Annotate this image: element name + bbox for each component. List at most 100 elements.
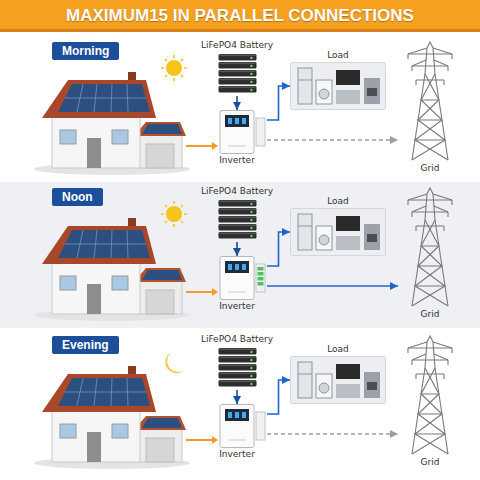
- flow-arrow: [267, 380, 290, 414]
- inverter-label: Inverter: [219, 449, 255, 460]
- battery-module: [218, 200, 256, 207]
- grid-tower: [415, 74, 448, 160]
- battery-module-rim: [219, 373, 255, 375]
- screen-bar: [235, 118, 239, 124]
- flow-arrow: [236, 242, 238, 256]
- panel-node: Evening LiFePO4 BatteryLoadInverterGrid: [0, 330, 480, 480]
- oven-window: [367, 234, 377, 242]
- battery-led: [250, 211, 252, 213]
- inverter-screen: [225, 261, 249, 273]
- grid-tower: [408, 200, 452, 226]
- load-label: Load: [327, 50, 349, 61]
- fridge: [298, 214, 312, 250]
- flow-arrow: [267, 86, 290, 120]
- load-node: Load: [290, 344, 386, 404]
- flow-arrow: [267, 433, 398, 435]
- battery-module: [218, 364, 256, 371]
- screen-bar: [235, 264, 239, 270]
- battery-module: [218, 54, 256, 61]
- load-shape: [290, 356, 386, 404]
- battery-led: [250, 81, 252, 83]
- washer-door: [319, 235, 329, 245]
- grid-tower: [408, 342, 452, 360]
- screen-bar: [242, 412, 246, 418]
- battery-module-rim: [219, 225, 255, 227]
- oven: [364, 372, 380, 398]
- inverter-vent: [228, 440, 246, 441]
- inverter-side-box: [256, 412, 265, 440]
- inverter-shape: [207, 110, 267, 154]
- battery-shape: [198, 52, 277, 96]
- inverter-shape: [207, 404, 267, 448]
- screen-bar: [242, 264, 246, 270]
- cabinet: [336, 384, 360, 398]
- battery-led: [250, 89, 252, 91]
- battery-module-rim: [219, 365, 255, 367]
- fridge: [298, 362, 312, 398]
- load-box: [291, 63, 386, 110]
- flow-arrow: [236, 390, 238, 404]
- oven-window: [367, 88, 377, 96]
- grid-label: Grid: [421, 309, 440, 320]
- title-text: MAXIMUM15 IN PARALLEL CONNECTIONS: [66, 6, 414, 26]
- washer: [316, 226, 332, 250]
- flow-arrow: [267, 285, 398, 287]
- battery-led: [250, 219, 252, 221]
- inverter-node: Inverter: [207, 110, 267, 166]
- washer: [316, 374, 332, 398]
- grid-tower: [415, 220, 448, 306]
- battery-module: [218, 62, 256, 69]
- battery-shape: [198, 198, 277, 242]
- inverter-vent: [228, 146, 246, 147]
- washer-door: [319, 383, 329, 393]
- grid-label: Grid: [421, 457, 440, 468]
- tv: [336, 70, 360, 85]
- battery-led: [250, 203, 252, 205]
- battery-module: [218, 86, 256, 93]
- inverter-vent: [228, 292, 246, 293]
- charge-bar: [258, 272, 264, 276]
- load-shape: [290, 208, 386, 256]
- inverter-node: Inverter: [207, 256, 267, 312]
- inverter-side-box: [256, 264, 265, 292]
- panel-node: NoonLiFePO4 BatteryLoadInverterGrid: [0, 182, 480, 328]
- charge-bar: [258, 282, 264, 286]
- period-tab: Noon: [52, 188, 103, 206]
- grid-tower: [408, 194, 452, 212]
- load-node: Load: [290, 196, 386, 256]
- inverter-label: Inverter: [219, 301, 255, 312]
- period-tab: Evening: [52, 336, 119, 354]
- flow-arrow: [267, 232, 290, 266]
- grid-shape: [398, 186, 462, 308]
- grid-tower: [408, 54, 452, 85]
- battery-node: LiFePO4 Battery: [198, 40, 277, 96]
- battery-led: [250, 227, 252, 229]
- battery-module: [218, 216, 256, 223]
- inverter-body: [220, 405, 254, 448]
- fridge-line: [298, 226, 312, 227]
- battery-module: [218, 232, 256, 239]
- screen-bar: [228, 412, 232, 418]
- battery-module-rim: [219, 349, 255, 351]
- battery-module-rim: [219, 55, 255, 57]
- house-illustration: [34, 218, 218, 321]
- battery-led: [250, 65, 252, 67]
- grid-node: Grid: [398, 186, 462, 320]
- inverter-screen: [225, 409, 249, 421]
- panel-node: Morning LiFePO4 BatteryLoadInverterGrid: [0, 36, 480, 180]
- fridge: [298, 68, 312, 104]
- moon-icon: [165, 352, 184, 373]
- grid-tower: [412, 42, 448, 160]
- cabinet: [336, 236, 360, 250]
- battery-module: [218, 380, 256, 387]
- period-tab: Morning: [52, 42, 119, 60]
- battery-module-rim: [219, 217, 255, 219]
- inverter-body: [220, 111, 254, 154]
- battery-node: LiFePO4 Battery: [198, 334, 277, 390]
- inverter-shape: [207, 256, 267, 300]
- inverter-screen: [225, 115, 249, 127]
- screen-bar: [235, 412, 239, 418]
- grid-label: Grid: [421, 163, 440, 174]
- battery-led: [250, 375, 252, 377]
- battery-label: LiFePO4 Battery: [201, 40, 273, 51]
